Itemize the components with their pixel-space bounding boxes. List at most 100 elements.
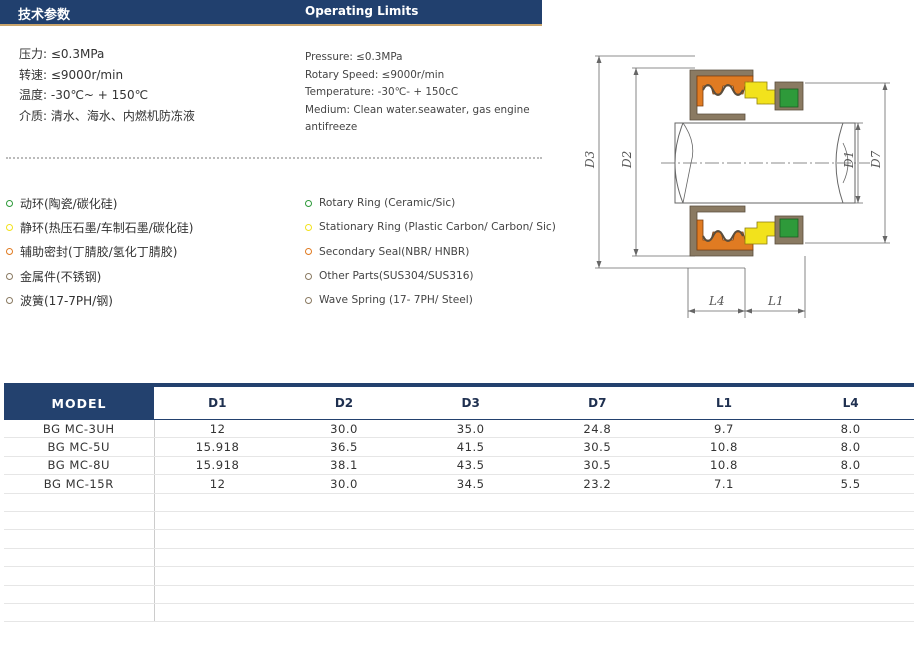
empty-cell (660, 585, 788, 604)
cell-model: BG MC-15R (4, 474, 155, 494)
bullet-icon (305, 296, 312, 304)
empty-cell (787, 566, 914, 586)
empty-cell (787, 585, 914, 604)
material-item: 金属件(不锈钢) (6, 264, 193, 288)
table-row: BG MC-3UH 12 30.0 35.0 24.8 9.7 8.0 (4, 419, 914, 439)
empty-cell (787, 493, 914, 512)
materials-english: Rotary Ring (Ceramic/Sic) Stationary Rin… (305, 191, 556, 312)
table-row: BG MC-8U 15.918 38.1 43.5 30.5 10.8 8.0 (4, 456, 914, 476)
limits-english: Pressure: ≤0.3MPa Rotary Speed: ≤9000r/m… (305, 49, 545, 137)
material-item: Other Parts(SUS304/SUS316) (305, 264, 556, 288)
material-label: 静环(热压石墨/车制石墨/碳化硅) (20, 220, 194, 235)
empty-cell (407, 529, 534, 549)
empty-cell (533, 529, 661, 549)
empty-cell (660, 566, 788, 586)
empty-cell (407, 603, 534, 623)
empty-cell (787, 529, 914, 549)
col-header-d2: D2 (280, 383, 408, 420)
empty-cell (660, 548, 788, 568)
label-d2: D2 (620, 151, 634, 169)
material-item: Rotary Ring (Ceramic/Sic) (305, 191, 556, 215)
material-label: Other Parts(SUS304/SUS316) (319, 270, 474, 283)
bullet-icon (305, 199, 312, 207)
cell-d2: 38.1 (280, 456, 408, 476)
empty-cell (533, 511, 661, 531)
label-d7: D7 (869, 150, 883, 169)
limit-medium-cn: 介质: 清水、海水、内燃机防冻液 (19, 109, 195, 124)
title-english: Operating Limits (305, 4, 419, 18)
dimension-lines (595, 55, 890, 318)
empty-cell (407, 548, 534, 568)
cell-model: BG MC-8U (4, 456, 155, 476)
cell-d1: 12 (154, 474, 281, 494)
col-header-d1: D1 (154, 383, 281, 420)
empty-cell (154, 493, 281, 512)
cell-l4: 8.0 (787, 456, 914, 476)
empty-cell (4, 529, 155, 549)
cell-model: BG MC-5U (4, 437, 155, 457)
bullet-icon (305, 248, 312, 256)
empty-table-row (4, 493, 914, 512)
bullet-icon (305, 272, 312, 280)
material-item: Stationary Ring (Plastic Carbon/ Carbon/… (305, 215, 556, 239)
empty-cell (280, 511, 408, 531)
empty-cell (660, 511, 788, 531)
material-label: 动环(陶瓷/碳化硅) (20, 196, 118, 211)
empty-cell (533, 603, 661, 623)
empty-cell (4, 585, 155, 604)
bullet-icon (6, 272, 13, 280)
label-d3: D3 (585, 150, 597, 169)
bullet-icon (6, 199, 13, 207)
cell-d3: 41.5 (407, 437, 534, 457)
empty-cell (154, 585, 281, 604)
empty-cell (4, 548, 155, 568)
empty-cell (533, 493, 661, 512)
empty-cell (407, 493, 534, 512)
col-header-l4: L4 (787, 383, 914, 420)
col-header-l1: L1 (660, 383, 788, 420)
cell-d1: 15.918 (154, 456, 281, 476)
empty-table-row (4, 548, 914, 568)
cell-d7: 30.5 (533, 456, 661, 476)
empty-cell (787, 511, 914, 531)
cell-d3: 34.5 (407, 474, 534, 494)
material-item: 波簧(17-7PH/钢) (6, 288, 193, 312)
limit-medium-en: Medium: Clean water.seawater, gas engine… (305, 103, 530, 134)
seal-upper-half (689, 69, 804, 121)
label-l4: L4 (708, 294, 725, 308)
empty-cell (154, 603, 281, 623)
material-item: 静环(热压石墨/车制石墨/碳化硅) (6, 215, 193, 239)
label-d1: D1 (842, 151, 856, 169)
cell-l1: 10.8 (660, 456, 788, 476)
limit-pressure-cn: 压力: ≤0.3MPa (19, 47, 105, 61)
seal-lower-half (689, 205, 804, 257)
empty-table-row (4, 603, 914, 623)
empty-cell (154, 511, 281, 531)
material-item: Secondary Seal(NBR/ HNBR) (305, 240, 556, 264)
empty-rows-group (4, 493, 914, 623)
limits-chinese: 压力: ≤0.3MPa 转速: ≤9000r/min 温度: -30℃~ + 1… (19, 44, 195, 127)
empty-cell (407, 585, 534, 604)
cell-l4: 8.0 (787, 419, 914, 439)
material-label: 金属件(不锈钢) (20, 269, 102, 284)
empty-table-row (4, 566, 914, 586)
limit-speed-cn: 转速: ≤9000r/min (19, 67, 124, 82)
empty-cell (660, 603, 788, 623)
empty-cell (4, 603, 155, 623)
empty-table-row (4, 585, 914, 604)
cell-l1: 10.8 (660, 437, 788, 457)
limit-pressure-en: Pressure: ≤0.3MPa (305, 51, 403, 63)
material-item: 辅助密封(丁腈胶/氢化丁腈胶) (6, 240, 193, 264)
empty-cell (154, 566, 281, 586)
empty-cell (4, 511, 155, 531)
cell-model: BG MC-3UH (4, 419, 155, 439)
table-row: BG MC-5U 15.918 36.5 41.5 30.5 10.8 8.0 (4, 437, 914, 457)
empty-cell (533, 585, 661, 604)
specifications-table: MODEL D1 D2 D3 D7 L1 L4 BG MC-3UH 12 30.… (4, 383, 914, 623)
material-label: Wave Spring (17- 7PH/ Steel) (319, 294, 473, 307)
limit-temperature-cn: 温度: -30℃~ + 150℃ (19, 88, 149, 103)
empty-cell (154, 529, 281, 549)
table-row: BG MC-15R 12 30.0 34.5 23.2 7.1 5.5 (4, 474, 914, 494)
bullet-icon (6, 223, 13, 231)
empty-table-row (4, 511, 914, 531)
